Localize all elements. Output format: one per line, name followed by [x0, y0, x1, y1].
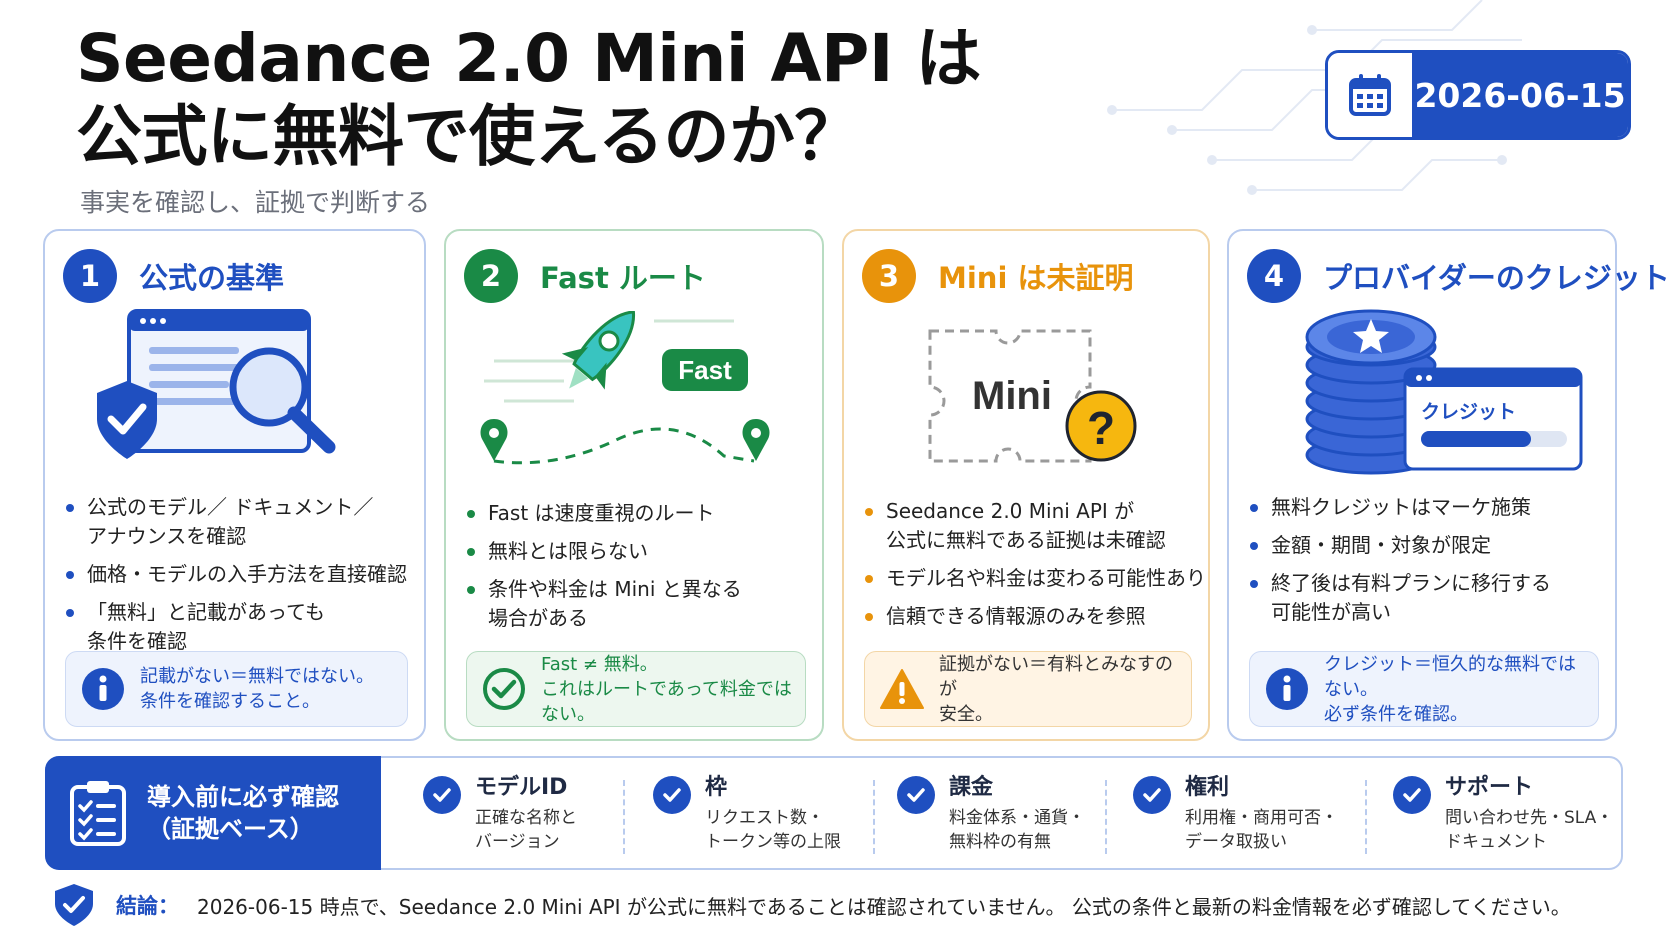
list-item: 無料とは限らない	[464, 537, 742, 566]
note-text: Fast ≠ 無料。 これはルートであって料金ではない。	[541, 653, 792, 725]
bullet-list: 無料クレジットはマーケ施策 金額・期間・対象が限定 終了後は有料プランに移行する…	[1247, 493, 1551, 636]
page-subtitle: 事実を確認し、証拠で判断する	[80, 188, 431, 217]
card-number: 2	[464, 249, 518, 303]
card-note: クレジット＝恒久的な無料ではない。 必ず条件を確認。	[1249, 651, 1599, 727]
checklist-item-support: サポート 問い合わせ先・SLA・ ドキュメント	[1393, 772, 1613, 854]
checklist-item-desc: リクエスト数・ トークン等の上限	[705, 808, 841, 852]
date-badge: 2026-06-15	[1325, 50, 1631, 140]
checklist-item-desc: 正確な名称と バージョン	[475, 808, 577, 852]
checklist-item-title: モデルID	[475, 775, 568, 800]
check-circle-icon	[481, 666, 527, 712]
conclusion-label: 結論：	[116, 894, 179, 918]
checklist-item-desc: 料金体系・通貨・ 無料枠の有無	[949, 808, 1085, 852]
info-icon	[1264, 666, 1310, 712]
shield-check-icon	[55, 884, 93, 926]
clipboard-checklist-icon	[70, 781, 126, 846]
list-item: 価格・モデルの入手方法を直接確認	[63, 560, 407, 589]
divider	[623, 780, 625, 854]
list-item: モデル名や料金は変わる可能性あり	[862, 564, 1206, 593]
check-icon	[1393, 776, 1431, 814]
warning-icon	[879, 666, 925, 712]
conclusion: 結論： 2026-06-15 時点で、Seedance 2.0 Mini API…	[52, 882, 1571, 928]
card-title: Fast ルート	[540, 261, 706, 295]
fast-badge-text: Fast	[678, 355, 732, 385]
checklist-lead: 導入前に必ず確認 （証拠ベース）	[45, 756, 381, 870]
card-fast-route: 2 Fast ルート Fast Fast は速度重視のルート 無料とは限らない …	[444, 229, 824, 741]
checklist-item-model-id: モデルID 正確な名称と バージョン	[423, 772, 577, 854]
coin-stack-credit-icon: クレジット	[1305, 309, 1583, 475]
list-item: 終了後は有料プランに移行する 可能性が高い	[1247, 569, 1551, 627]
card-note: 証拠がない＝有料とみなすのが 安全。	[864, 651, 1192, 727]
checklist-item-billing: 課金 料金体系・通貨・ 無料枠の有無	[897, 772, 1085, 854]
list-item: Fast は速度重視のルート	[464, 499, 742, 528]
checklist-item-title: 枠	[705, 775, 728, 800]
info-icon	[80, 666, 126, 712]
card-provider-credit: 4 プロバイダーのクレジット クレジット 無料クレジットはマーケ施策 金額・期間…	[1227, 229, 1670, 741]
check-icon	[423, 776, 461, 814]
list-item: 金額・期間・対象が限定	[1247, 531, 1551, 560]
note-text: 記載がない＝無料ではない。 条件を確認すること。	[140, 666, 374, 712]
mini-ticket-label: Mini	[972, 374, 1052, 418]
check-icon	[1133, 776, 1171, 814]
checklist-lead-text: 導入前に必ず確認 （証拠ベース）	[147, 783, 339, 843]
question-mark: ?	[1087, 402, 1115, 454]
card-title: 公式の基準	[139, 261, 285, 295]
page-title: Seedance 2.0 Mini API は 公式に無料で使えるのか？	[76, 20, 981, 176]
list-item: Seedance 2.0 Mini API が 公式に無料である証拠は未確認	[862, 497, 1206, 555]
bullet-list: 公式のモデル／ ドキュメント／ アナウンスを確認 価格・モデルの入手方法を直接確…	[63, 493, 407, 665]
card-title: プロバイダーのクレジット	[1323, 261, 1670, 295]
check-icon	[653, 776, 691, 814]
title-line-2: 公式に無料で使えるのか？	[76, 98, 861, 175]
list-item: 公式のモデル／ ドキュメント／ アナウンスを確認	[63, 493, 407, 551]
credit-progress-fill	[1421, 431, 1531, 447]
checklist-item-quota: 枠 リクエスト数・ トークン等の上限	[653, 772, 841, 854]
rocket-route-icon: Fast	[480, 311, 770, 465]
list-item: 「無料」と記載があっても 条件を確認	[63, 598, 407, 656]
list-item: 無料クレジットはマーケ施策	[1247, 493, 1551, 522]
checklist-item-title: サポート	[1445, 775, 1534, 800]
title-line-1: Seedance 2.0 Mini API は	[76, 20, 981, 97]
card-title: Mini は未証明	[938, 261, 1134, 295]
card-number: 4	[1247, 249, 1301, 303]
date-text: 2026-06-15	[1412, 53, 1628, 137]
list-item: 信頼できる情報源のみを参照	[862, 602, 1206, 631]
note-text: 証拠がない＝有料とみなすのが 安全。	[939, 653, 1173, 725]
calendar-icon	[1328, 53, 1412, 137]
divider	[873, 780, 875, 854]
divider	[1365, 780, 1367, 854]
mini-ticket-question-icon: Mini ?	[928, 329, 1137, 463]
checklist-item-rights: 権利 利用権・商用可否・ データ取扱い	[1133, 772, 1338, 854]
card-note: Fast ≠ 無料。 これはルートであって料金ではない。	[466, 651, 806, 727]
document-magnifier-shield-icon	[97, 309, 336, 459]
pre-adoption-checklist: 導入前に必ず確認 （証拠ベース） モデルID 正確な名称と バージョン 枠 リク…	[45, 756, 1623, 870]
checklist-item-title: 課金	[949, 775, 994, 800]
check-icon	[897, 776, 935, 814]
checklist-item-title: 権利	[1185, 775, 1230, 800]
card-note: 記載がない＝無料ではない。 条件を確認すること。	[65, 651, 408, 727]
checklist-item-desc: 利用権・商用可否・ データ取扱い	[1185, 808, 1338, 852]
card-official-criteria: 1 公式の基準 公式のモデル／ ドキュメント／ アナウンスを確認 価格・モデルの…	[43, 229, 426, 741]
bullet-list: Fast は速度重視のルート 無料とは限らない 条件や料金は Mini と異なる…	[464, 499, 742, 642]
credit-label: クレジット	[1421, 401, 1516, 423]
conclusion-text: 2026-06-15 時点で、Seedance 2.0 Mini API が公式…	[197, 894, 1571, 919]
card-number: 3	[862, 249, 916, 303]
note-text: クレジット＝恒久的な無料ではない。 必ず条件を確認。	[1324, 653, 1576, 725]
checklist-item-desc: 問い合わせ先・SLA・ ドキュメント	[1445, 808, 1614, 852]
card-mini-unproven: 3 Mini は未証明 Mini ? Seedance 2.0 Mini API…	[842, 229, 1210, 741]
bullet-list: Seedance 2.0 Mini API が 公式に無料である証拠は未確認 モ…	[862, 497, 1206, 640]
card-number: 1	[63, 249, 117, 303]
list-item: 条件や料金は Mini と異なる 場合がある	[464, 575, 742, 633]
divider	[1105, 780, 1107, 854]
